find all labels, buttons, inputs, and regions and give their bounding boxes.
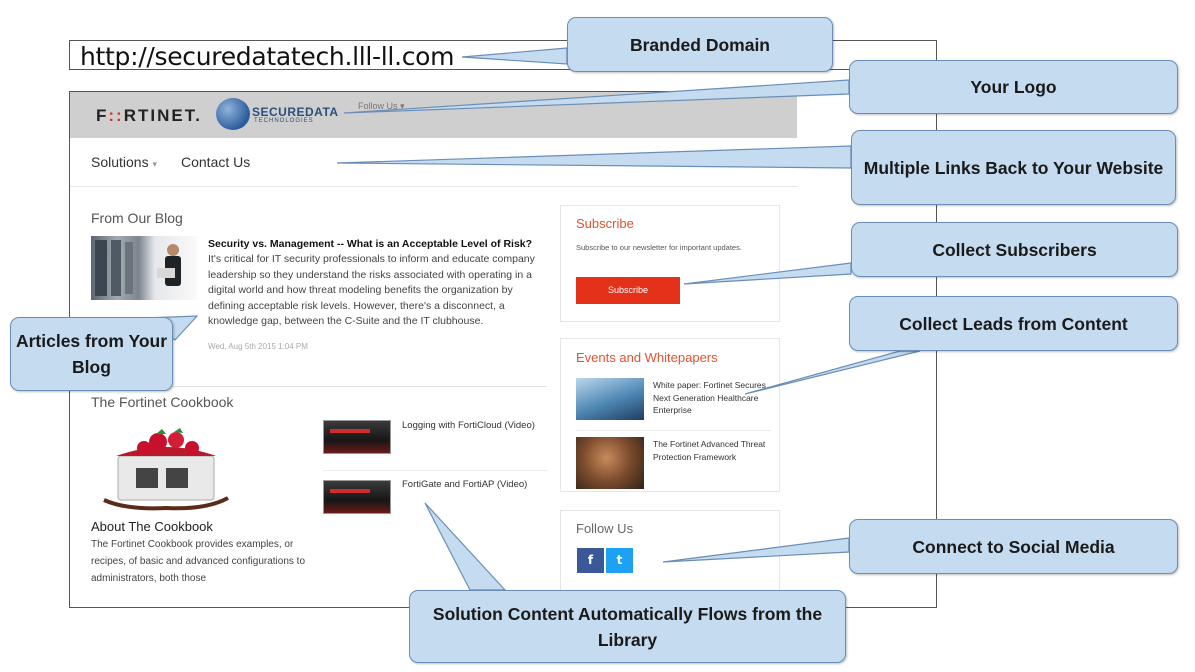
divider (576, 430, 771, 431)
callout-solution-content: Solution Content Automatically Flows fro… (409, 590, 846, 663)
callout-your-logo: Your Logo (849, 60, 1178, 114)
cookbook-heading: The Fortinet Cookbook (91, 394, 234, 410)
logo-part: RTINET (123, 106, 196, 125)
blog-post-body: It's critical for IT security profession… (208, 253, 535, 327)
twitter-icon[interactable]: t (606, 548, 633, 573)
video-thumbnail[interactable] (323, 480, 391, 514)
fortinet-logo[interactable]: F::RTINET. (96, 106, 202, 126)
logo-tm: . (195, 106, 202, 125)
url-text: http://securedatatech.lll-ll.com (80, 42, 455, 71)
event-title[interactable]: White paper: Fortinet Secures Next Gener… (653, 380, 766, 415)
blog-post-date: Wed, Aug 5th 2015 1:04 PM (208, 342, 308, 351)
blog-post-title[interactable]: Security vs. Management -- What is an Ac… (208, 238, 533, 250)
partner-logo-name[interactable]: SECUREDATA (252, 105, 339, 119)
nav-solutions-label: Solutions (91, 154, 149, 170)
callout-branded-domain: Branded Domain (567, 17, 833, 72)
blog-heading: From Our Blog (91, 210, 183, 226)
about-cookbook-body: The Fortinet Cookbook provides examples,… (91, 539, 306, 584)
event-title[interactable]: The Fortinet Advanced Threat Protection … (653, 439, 766, 462)
cookbook-cake-icon[interactable] (96, 428, 236, 512)
nav-solutions[interactable]: Solutions ▾ (91, 154, 157, 170)
divider (323, 470, 548, 471)
chevron-down-icon: ▾ (152, 159, 158, 169)
divider (91, 386, 547, 387)
blog-thumbnail[interactable] (91, 236, 197, 300)
callout-collect-subscribers: Collect Subscribers (851, 222, 1178, 277)
callout-collect-leads: Collect Leads from Content (849, 296, 1178, 351)
partner-globe-icon (216, 98, 250, 130)
nav-contact-us[interactable]: Contact Us (181, 154, 251, 170)
chevron-down-icon: ▾ (400, 101, 405, 111)
subscribe-text: Subscribe to our newsletter for importan… (576, 243, 742, 252)
facebook-icon[interactable]: f (577, 548, 604, 573)
event-thumbnail[interactable] (576, 378, 644, 420)
server-room-icon (95, 240, 181, 296)
video-title[interactable]: Logging with FortiCloud (Video) (402, 420, 535, 431)
follow-heading: Follow Us (576, 521, 634, 536)
subscribe-button[interactable]: Subscribe (576, 277, 680, 304)
callout-articles-blog: Articles from Your Blog (10, 317, 173, 391)
partner-logo-tagline: TECHNOLOGIES (254, 118, 314, 124)
follow-us-dropdown[interactable]: Follow Us ▾ (358, 101, 405, 112)
about-cookbook-title: About The Cookbook (91, 519, 213, 534)
video-title[interactable]: FortiGate and FortiAP (Video) (402, 479, 528, 490)
subscribe-heading: Subscribe (576, 216, 634, 231)
logo-part: F (96, 106, 109, 125)
logo-mark: :: (108, 106, 124, 125)
follow-us-label: Follow Us (358, 101, 398, 111)
callout-connect-social: Connect to Social Media (849, 519, 1178, 574)
callout-multiple-links: Multiple Links Back to Your Website (851, 130, 1176, 205)
event-thumbnail[interactable] (576, 437, 644, 489)
events-heading: Events and Whitepapers (576, 350, 718, 365)
video-thumbnail[interactable] (323, 420, 391, 454)
